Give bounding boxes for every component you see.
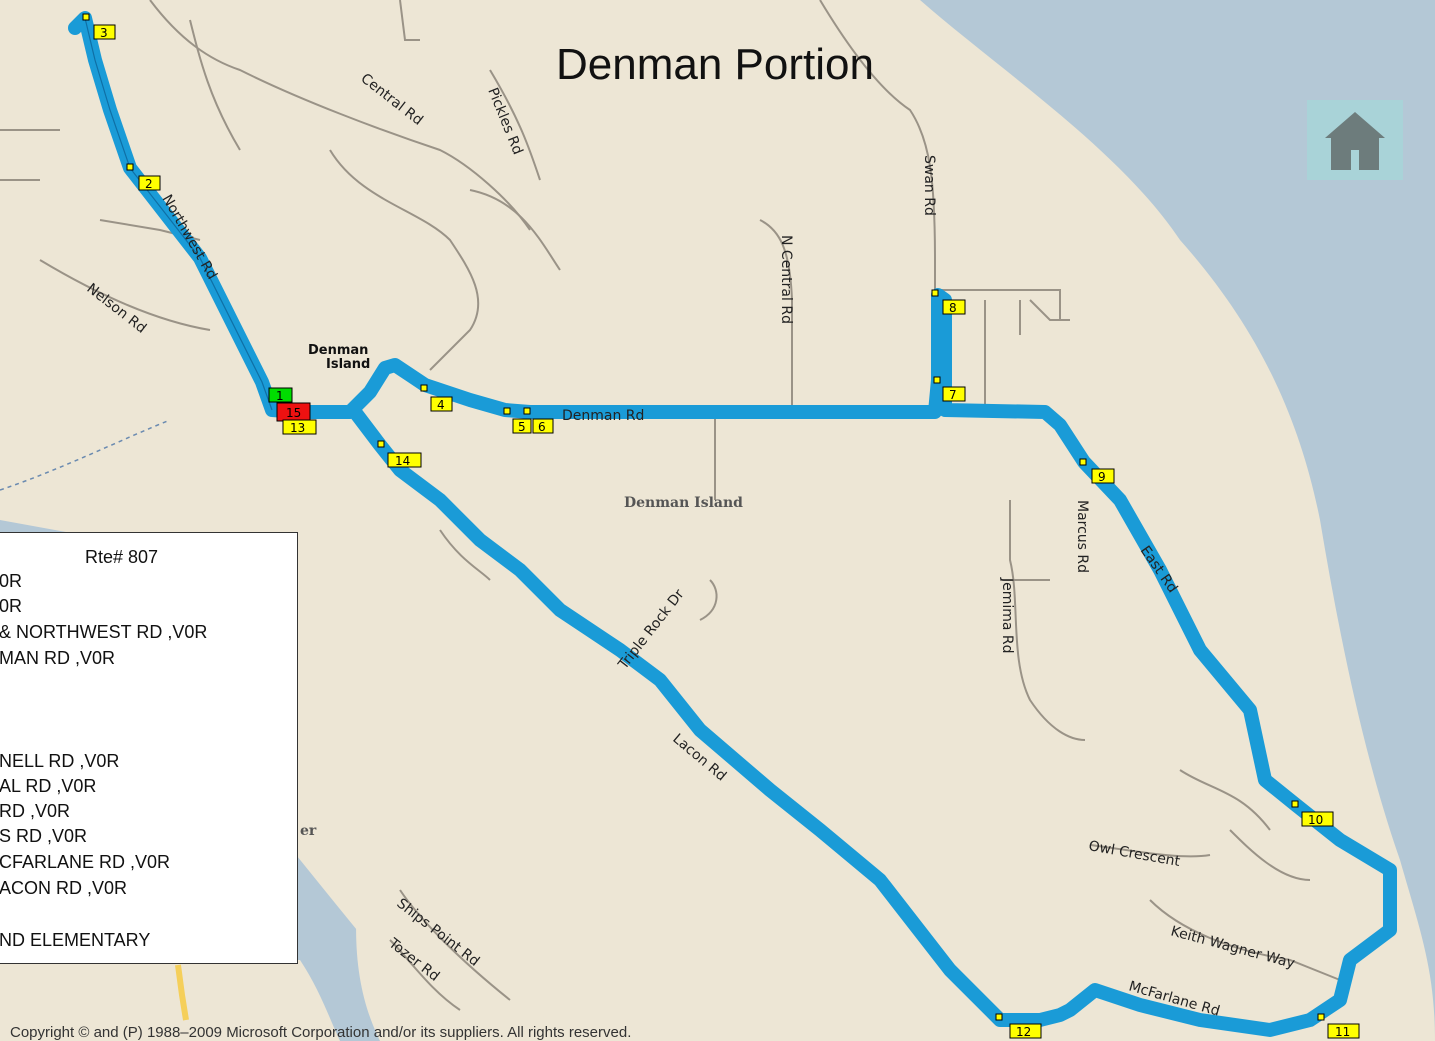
svg-text:10: 10 — [1308, 813, 1323, 827]
stop-12: 12 — [995, 1013, 1042, 1039]
stop-11: 11 — [1317, 1013, 1360, 1039]
stop-9: 9 — [1079, 458, 1115, 484]
stop-13: 13 — [282, 419, 317, 435]
stop-4: 4 — [420, 384, 453, 412]
land-west-peninsula — [0, 300, 300, 500]
label-partial: er — [300, 823, 317, 839]
label-marcus-rd: Marcus Rd — [1074, 500, 1090, 573]
svg-text:3: 3 — [100, 26, 108, 40]
stop-10: 10 — [1291, 800, 1334, 827]
svg-text:5: 5 — [518, 420, 526, 434]
label-denman-rd: Denman Rd — [562, 408, 644, 424]
legend-line: AL RD ,V0R — [0, 776, 97, 796]
label-n-central-rd: N Central Rd — [778, 235, 794, 324]
stop-2: 2 — [126, 163, 161, 191]
map-title: Denman Portion — [556, 40, 874, 89]
highway — [175, 964, 189, 1021]
svg-text:15: 15 — [286, 406, 301, 420]
stop-6: 6 — [523, 407, 554, 434]
svg-text:14: 14 — [395, 454, 410, 468]
legend-line: & NORTHWEST RD ,V0R — [0, 622, 208, 642]
legend-line: NELL RD ,V0R — [0, 751, 120, 771]
legend-line: ND ELEMENTARY — [0, 930, 151, 950]
legend-line: RD ,V0R — [0, 801, 71, 821]
svg-text:6: 6 — [538, 420, 546, 434]
label-village-line2: Island — [326, 357, 370, 372]
svg-text:2: 2 — [145, 177, 153, 191]
legend-line: 0R — [0, 596, 23, 616]
stop-7: 7 — [933, 376, 966, 402]
land-southwest — [0, 960, 340, 1041]
route-legend: Rte# 807 0R 0R & NORTHWEST RD ,V0R MAN R… — [0, 532, 298, 964]
home-button[interactable] — [1307, 100, 1403, 180]
svg-text:13: 13 — [290, 421, 305, 435]
minor-roads — [0, 0, 1341, 1011]
stop-8: 8 — [931, 289, 966, 315]
copyright-notice: Copyright © and (P) 1988–2009 Microsoft … — [10, 1024, 632, 1041]
svg-text:11: 11 — [1335, 1025, 1350, 1039]
label-jemima-rd: Jemima Rd — [999, 577, 1015, 654]
svg-text:4: 4 — [437, 398, 445, 412]
home-icon — [1325, 112, 1385, 170]
stop-1: 1 — [268, 387, 293, 403]
svg-text:12: 12 — [1016, 1025, 1031, 1039]
stop-markers: 3 2 1 15 13 4 5 6 14 8 7 9 10 11 12 — [82, 13, 1360, 1039]
place-labels: Denman Island Denman Island er — [300, 343, 743, 839]
svg-text:1: 1 — [276, 389, 284, 403]
svg-text:7: 7 — [949, 388, 957, 402]
svg-text:9: 9 — [1098, 470, 1106, 484]
label-denman-island: Denman Island — [624, 495, 743, 511]
label-swan-rd: Swan Rd — [921, 155, 937, 216]
stop-14: 14 — [377, 440, 422, 468]
legend-line: CFARLANE RD ,V0R — [0, 852, 171, 872]
svg-text:8: 8 — [949, 301, 957, 315]
stop-3: 3 — [82, 13, 116, 40]
legend-line: 0R — [0, 571, 23, 591]
legend-line: ACON RD ,V0R — [0, 878, 128, 898]
label-village-line1: Denman — [308, 343, 368, 358]
stop-15: 15 — [276, 402, 311, 422]
legend-line: S RD ,V0R — [0, 826, 88, 846]
legend-line: MAN RD ,V0R — [0, 648, 116, 668]
stop-5: 5 — [503, 407, 532, 434]
route-number: Rte# 807 — [85, 547, 159, 567]
